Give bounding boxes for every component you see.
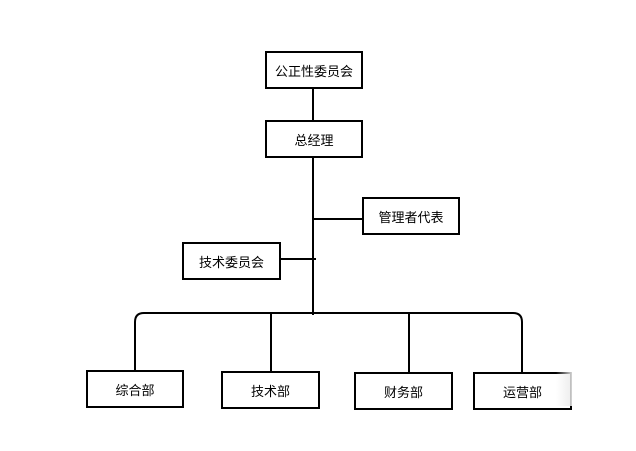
node-finance-dept: 财务部: [354, 372, 453, 410]
node-fairness-committee-label: 公正性委员会: [274, 64, 353, 80]
node-technical-dept: 技术部: [221, 371, 320, 409]
node-general-manager-label: 总经理: [294, 133, 334, 149]
watermark-fade: [556, 372, 572, 406]
node-operations-dept: 运营部: [473, 372, 572, 410]
node-management-representative-label: 管理者代表: [378, 210, 444, 226]
node-general-manager: 总经理: [265, 120, 363, 158]
node-technical-dept-label: 技术部: [250, 384, 290, 400]
node-management-representative: 管理者代表: [362, 197, 460, 235]
node-operations-dept-label: 运营部: [502, 385, 542, 401]
node-general-affairs-dept-label: 综合部: [115, 383, 155, 399]
node-finance-dept-label: 财务部: [383, 385, 423, 401]
node-technical-committee-label: 技术委员会: [198, 255, 264, 271]
connector-department-bus: [134, 312, 523, 372]
node-general-affairs-dept: 综合部: [86, 370, 184, 408]
node-fairness-committee: 公正性委员会: [265, 51, 363, 89]
node-technical-committee: 技术委员会: [182, 242, 281, 280]
